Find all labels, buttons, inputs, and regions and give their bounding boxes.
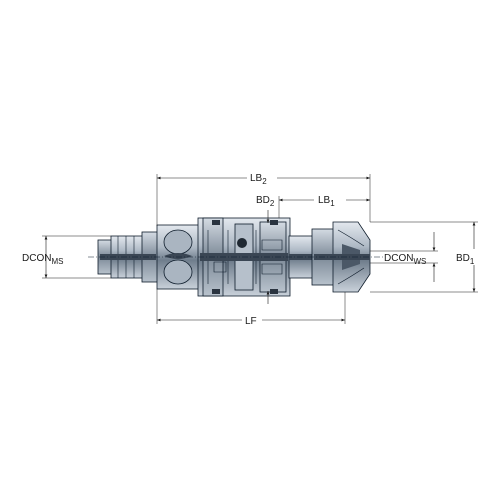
bd1-label: BD1 [456, 253, 475, 266]
dimension-labels: LB2 BD2 LB1 DCONMS DCONWS BD1 LF [22, 170, 485, 327]
dcon-ms-label: DCONMS [22, 253, 63, 266]
bd2-label: BD2 [256, 195, 275, 208]
lf-label: LF [245, 316, 257, 327]
lb2-label: LB2 [250, 173, 267, 186]
extension-lines [42, 174, 478, 324]
lb1-label: LB1 [318, 195, 335, 208]
dcon-ws-label: DCONWS [384, 253, 426, 266]
